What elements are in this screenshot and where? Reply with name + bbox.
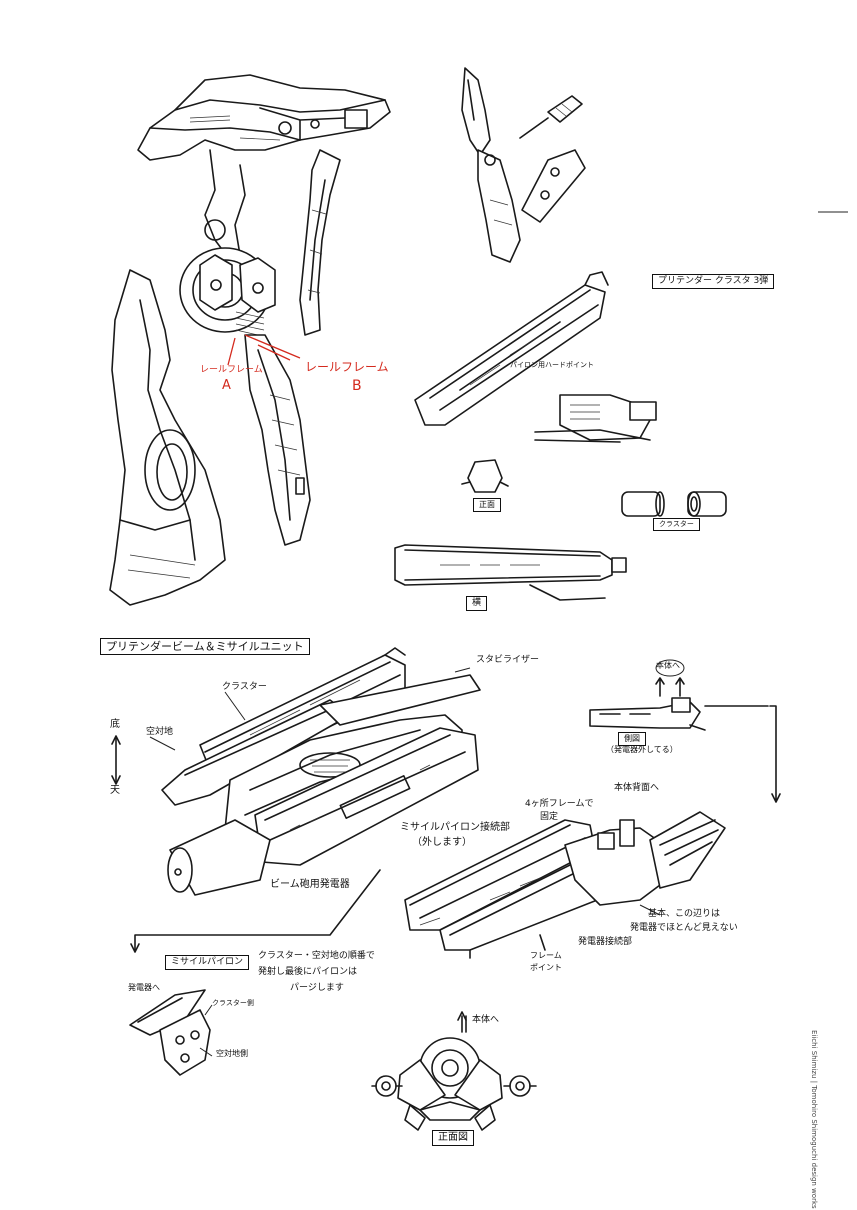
direction-down-label: 天 bbox=[110, 785, 120, 796]
missile-pylon-title: ミサイルパイロン bbox=[165, 955, 250, 970]
leg-assembly-drawing bbox=[109, 74, 391, 606]
credit-text: Eiichi Shimizu | Tomohiro Shimoguchi des… bbox=[810, 1030, 818, 1209]
direction-up-label: 底 bbox=[110, 719, 120, 730]
basically-line-1: 基本、この辺りは bbox=[648, 909, 721, 919]
stabilizer-label: スタビライザー bbox=[476, 655, 540, 665]
rail-frame-a-text: レールフレーム bbox=[200, 365, 263, 375]
to-body-back-label: 本体背面へ bbox=[614, 783, 660, 793]
pin-part-drawing bbox=[519, 95, 583, 139]
grip-part-drawing bbox=[521, 149, 586, 223]
pylon-joint-label: ミサイルパイロン接続部 bbox=[400, 822, 510, 833]
side-label: 横 bbox=[466, 596, 488, 611]
front-view-label: 正面図 bbox=[432, 1130, 474, 1146]
to-body-top-label: 本体へ bbox=[656, 661, 680, 670]
missile-pylon-drawing bbox=[129, 869, 381, 1076]
cluster-container-drawing bbox=[414, 271, 609, 426]
air-to-ground-label: 空対地 bbox=[146, 727, 174, 737]
frame-fix-line-2: 固定 bbox=[540, 812, 559, 822]
beam-missile-unit-drawing bbox=[111, 647, 481, 896]
air-to-ground-side-label: 空対地側 bbox=[216, 1049, 248, 1058]
beam-missile-unit-title: プリテンダービーム＆ミサイルユニット bbox=[100, 638, 310, 655]
basically-line-2: 発電器でほとんど見えない bbox=[630, 923, 738, 933]
to-body-front-label: 本体へ bbox=[472, 1015, 500, 1025]
knife-drawing bbox=[461, 67, 521, 263]
cluster-tubes-drawing bbox=[621, 491, 727, 517]
to-generator-label: 発電器へ bbox=[128, 983, 160, 992]
front-small-drawing bbox=[461, 459, 509, 493]
side-view-label: 側図 bbox=[618, 732, 646, 746]
cluster-small-label: クラスター bbox=[653, 518, 700, 531]
rail-frame-b-text: レールフレーム bbox=[305, 360, 389, 374]
rail-frame-b-letter: B bbox=[352, 378, 362, 394]
cluster-3-label: プリテンダー クラスタ 3弾 bbox=[652, 274, 775, 289]
pylon-hardpoint-label: パイロン用ハードポイント bbox=[510, 361, 594, 369]
cluster-note-line-1: クラスター・空対地の順番で bbox=[258, 951, 375, 961]
rail-frame-a-letter: A bbox=[222, 378, 231, 393]
generator-joint-label: 発電器接続部 bbox=[578, 937, 633, 947]
pylon-joint-note: （外します） bbox=[412, 837, 472, 848]
side-view-small-drawing bbox=[589, 659, 706, 731]
frame-fix-line-1: 4ヶ所フレームで bbox=[525, 799, 594, 809]
cluster-label: クラスター bbox=[222, 682, 267, 692]
cluster-detail-drawing bbox=[534, 394, 657, 443]
beam-generator-label: ビーム砲用発電器 bbox=[270, 879, 350, 890]
frame-point-line-2: ポイント bbox=[530, 963, 562, 972]
side-view-note: （発電器外してる） bbox=[606, 745, 678, 754]
frame-point-line-1: フレーム bbox=[530, 951, 562, 960]
cluster-note-line-2: 発射し最後にパイロンは bbox=[258, 967, 358, 977]
front-view-drawing bbox=[371, 1011, 537, 1131]
frame-assembly-drawing bbox=[404, 705, 781, 959]
cluster-note-line-3: パージします bbox=[290, 983, 344, 993]
front-small-label: 正面 bbox=[473, 498, 501, 512]
cluster-side-label: クラスター側 bbox=[212, 999, 254, 1007]
side-view-container-drawing bbox=[394, 544, 627, 601]
